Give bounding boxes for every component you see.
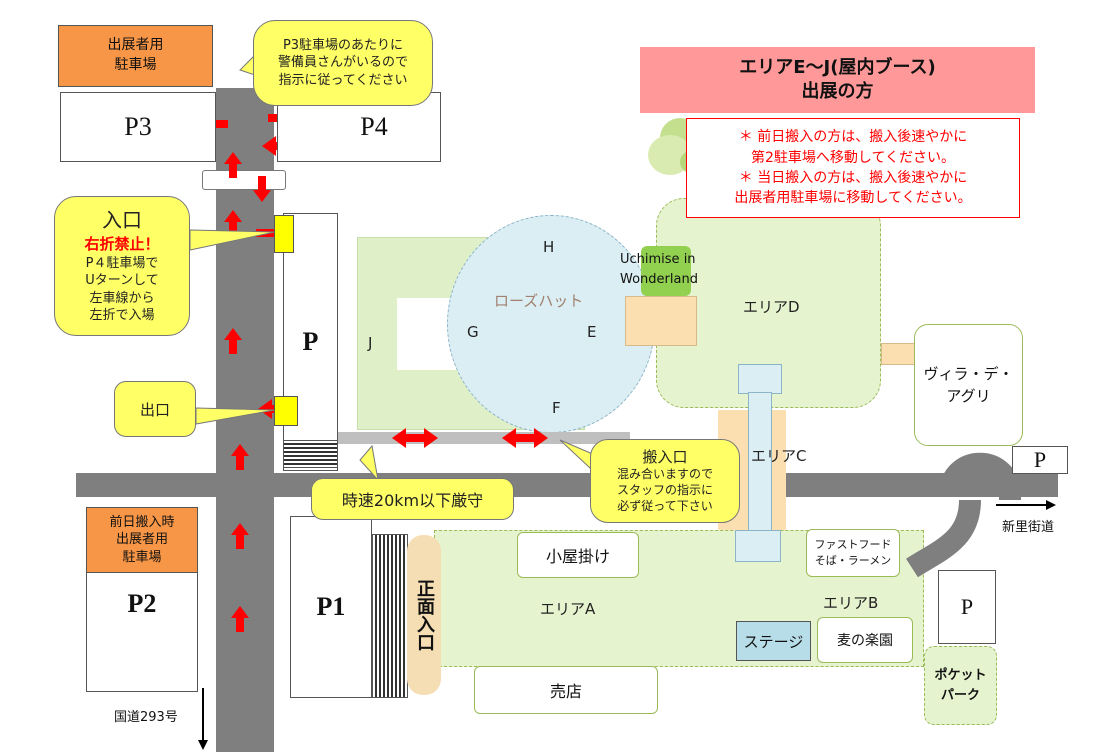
area-d-label[interactable]: エリアD xyxy=(743,298,800,316)
p-label: P xyxy=(302,327,319,356)
loading-line1: 混み合いますので xyxy=(616,467,713,482)
parking-p3[interactable]: P3 xyxy=(60,92,216,162)
stairs-p xyxy=(283,440,338,468)
parking-right-bottom[interactable]: P xyxy=(938,570,996,644)
notice-line2: 第2駐車場へ移動してください。 xyxy=(750,149,956,166)
uchimise-line2: Wonderland xyxy=(620,272,698,288)
uchimise-label: Uchimise in Wonderland xyxy=(620,250,698,290)
exit-callout: 出口 xyxy=(114,381,196,437)
loading-callout: 搬入口 混み合いますので スタッフの指示に 必ず従って下さい xyxy=(590,439,740,523)
p-right-top-label: P xyxy=(1033,447,1047,472)
p4-label: P4 xyxy=(360,112,388,141)
area-b-label[interactable]: エリアB xyxy=(823,594,879,612)
villa-line1: ヴィラ・デ・ xyxy=(923,364,1014,383)
mugi-label: 麦の楽園 xyxy=(837,633,893,649)
double-arrows xyxy=(392,428,548,448)
notice-header: エリアE～J(屋内ブース) 出展の方 xyxy=(640,47,1035,113)
entrance-line4: 左折で入場 xyxy=(89,308,155,324)
main-entrance-label: 正面入口 xyxy=(414,579,435,651)
exhibitor-parking-label: 出展者用 駐車場 xyxy=(58,25,213,87)
loading-title: 搬入口 xyxy=(642,447,688,466)
notice-line4: 出展者用駐車場に移動してください。 xyxy=(734,190,972,207)
exhibitor-parking-line1: 出展者用 xyxy=(107,37,164,54)
villa-line2: アグリ xyxy=(946,387,991,405)
guard-line1: P3駐車場のあたりに xyxy=(282,37,404,53)
stage[interactable]: ステージ xyxy=(736,621,811,661)
entrance-callout: 入口 右折禁止！ P４駐車場で Uターンして 左車線から 左折で入場 xyxy=(54,196,190,336)
exhibitor-parking-line2: 駐車場 xyxy=(114,57,157,73)
uchimise-booth[interactable] xyxy=(641,246,691,296)
koyagake-label: 小屋掛け xyxy=(545,547,610,566)
rose-hut-label: ローズハット xyxy=(494,292,584,310)
entrance-line2: Uターンして xyxy=(85,273,159,289)
booth-e[interactable]: E xyxy=(587,323,597,341)
exit-gate xyxy=(274,396,298,426)
stage-label: ステージ xyxy=(743,632,804,651)
main-entrance[interactable]: 正面入口 xyxy=(407,535,441,695)
entrance-line3: 左車線から xyxy=(89,290,155,306)
fastfood-line2: そば・ラーメン xyxy=(814,554,892,567)
route-293-label: 国道293号 xyxy=(114,710,178,725)
p3-label: P3 xyxy=(124,112,152,141)
p2-header-line1: 前日搬入時 xyxy=(109,514,175,530)
booth-g[interactable]: G xyxy=(467,323,479,341)
p-right-bottom-label: P xyxy=(960,594,974,619)
speed-label: 時速20km以下厳守 xyxy=(341,491,484,510)
guard-line2: 警備員さんがいるので xyxy=(277,55,408,71)
baiten-label: 売店 xyxy=(549,682,582,701)
mugi-no-rakuen[interactable]: 麦の楽園 xyxy=(817,617,913,663)
water-channel xyxy=(738,364,782,394)
notice-title-line1: エリアE～J(屋内ブース) xyxy=(739,56,936,78)
horizontal-road xyxy=(76,473,1058,497)
notice-box: ＊ 前日搬入の方は、搬入後速やかに 第2駐車場へ移動してください。 ＊ 当日搬入… xyxy=(686,118,1020,218)
pocket-line1: ポケット xyxy=(934,668,987,683)
shinsato-road-label: 新里街道 xyxy=(1002,520,1055,535)
fastfood[interactable]: ファストフード そば・ラーメン xyxy=(806,529,900,577)
parking-right-top[interactable]: P xyxy=(1012,446,1068,474)
entrance-line1: P４駐車場で xyxy=(85,255,159,271)
notice-line1: ＊ 前日搬入の方は、搬入後速やかに xyxy=(738,129,968,146)
speed-callout: 時速20km以下厳守 xyxy=(311,478,514,520)
loading-line2: スタッフの指示に xyxy=(616,482,713,497)
villa-de-agri[interactable]: ヴィラ・デ・ アグリ xyxy=(914,324,1023,446)
area-a-label[interactable]: エリアA xyxy=(540,600,596,618)
exit-label: 出口 xyxy=(139,400,170,419)
entrance-title: 入口 xyxy=(102,208,142,233)
p2-label: P2 xyxy=(127,589,157,618)
loading-line3: 必ず従って下さい xyxy=(617,498,713,513)
entrance-gate xyxy=(274,215,294,253)
water-channel-long xyxy=(748,392,772,532)
parking-p1[interactable]: P1 xyxy=(290,516,372,698)
stairs-p1 xyxy=(372,534,408,698)
guard-callout: P3駐車場のあたりに 警備員さんがいるので 指示に従ってください xyxy=(253,20,433,106)
pocket-park[interactable]: ポケット パーク xyxy=(924,646,997,725)
p2-header-line2: 出展者用 xyxy=(115,532,168,548)
parking-p[interactable]: P xyxy=(283,213,338,471)
baiten[interactable]: 売店 xyxy=(474,666,658,714)
entrance-warning: 右折禁止！ xyxy=(84,235,160,254)
up-arrows xyxy=(224,152,249,632)
guard-line3: 指示に従ってください xyxy=(278,72,408,88)
fastfood-line1: ファストフード xyxy=(814,538,892,552)
pocket-line2: パーク xyxy=(940,687,980,703)
p2-header-line3: 駐車場 xyxy=(122,549,162,565)
water-channel-end xyxy=(735,530,781,562)
booth-f[interactable]: F xyxy=(552,399,561,417)
koyagake[interactable]: 小屋掛け xyxy=(517,532,639,578)
booth-j[interactable]: J xyxy=(368,334,373,352)
notice-line3: ＊ 当日搬入の方は、搬入後速やかに xyxy=(738,170,968,186)
parking-p2[interactable]: P2 xyxy=(86,572,198,692)
area-c-label[interactable]: エリアC xyxy=(751,447,807,465)
notice-title-line2: 出展の方 xyxy=(801,81,874,102)
booth-h[interactable]: H xyxy=(543,238,555,256)
path-to-area-d xyxy=(625,296,697,346)
uchimise-line1: Uchimise in xyxy=(620,252,696,267)
p1-label: P1 xyxy=(316,592,346,621)
p2-header: 前日搬入時 出展者用 駐車場 xyxy=(86,507,198,573)
